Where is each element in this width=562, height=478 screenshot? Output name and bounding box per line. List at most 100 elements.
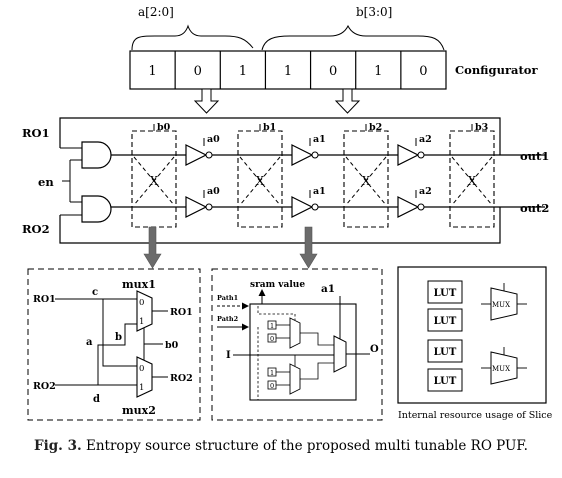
mux2-label: mux2 <box>122 404 156 417</box>
path1-label: Path1 <box>217 294 238 302</box>
config-bit: 1 <box>148 64 156 79</box>
group-a-label: a[2:0] <box>138 5 174 19</box>
inverters: a0 a0 a1 a1 a2 a2 <box>185 134 432 218</box>
lut-box-2: LUT <box>427 339 463 363</box>
slice-caption: Internal resource usage of Slice <box>398 410 553 421</box>
lut-label: LUT <box>434 288 457 299</box>
mux-in-ro1: RO1 <box>33 294 56 305</box>
wire-b-label: b <box>115 332 122 343</box>
configurator: a[2:0] b[3:0] 1 0 1 1 0 1 0 Configurator <box>129 5 538 114</box>
slice-mux-2 <box>490 351 518 385</box>
inverter-top-2: a2 <box>397 134 432 166</box>
mux1-shape <box>136 290 153 332</box>
lut-box-0: LUT <box>427 280 463 304</box>
switch-label: b2 <box>369 122 382 133</box>
lut-mux-top <box>289 317 301 349</box>
and-gate-1 <box>81 141 112 169</box>
lut-output-label: O <box>370 344 379 355</box>
inverter-label: a1 <box>313 186 326 197</box>
out1-label: out1 <box>520 149 549 163</box>
inverter-top-0: a0 <box>185 134 220 166</box>
mux-detail-panel: mux1 mux2 0 1 0 1 RO1 RO2 b0 RO1 RO2 c a… <box>27 268 201 421</box>
enable-label: en <box>38 175 54 189</box>
config-bit: 0 <box>329 64 337 79</box>
sram-label: sram value <box>250 280 305 290</box>
switch-cross-mark: X <box>468 174 477 188</box>
mux-out-ro2: RO2 <box>170 373 193 384</box>
a1-label: a1 <box>321 283 335 295</box>
switch-box-1: Xb1 <box>237 122 283 228</box>
switch-cross-mark: X <box>150 174 159 188</box>
switch-label: b1 <box>263 122 276 133</box>
inverter-top-1: a1 <box>291 134 326 166</box>
mux1-label: mux1 <box>122 278 156 291</box>
configurator-register <box>129 50 447 90</box>
detail-arrow-2 <box>299 226 318 269</box>
lut-label: LUT <box>434 347 457 358</box>
group-b-label: b[3:0] <box>356 5 392 19</box>
detail-arrow-1 <box>143 226 162 269</box>
wire-c-label: c <box>92 287 98 298</box>
config-arrow-a <box>193 88 220 114</box>
lut-mux-bottom <box>289 363 301 395</box>
caption-text: Entropy source structure of the proposed… <box>85 438 528 454</box>
sram-bit-1: 1 <box>270 322 274 330</box>
sram-bit-3: 1 <box>270 369 274 377</box>
switch-cross-mark: X <box>362 174 371 188</box>
lut-detail-panel: sram value a1 Path1 Path2 I 1 0 1 0 <box>211 268 383 421</box>
switch-label: b0 <box>157 122 171 133</box>
config-arrow-b <box>334 88 361 114</box>
path2-label: Path2 <box>217 315 238 323</box>
and-gate-2 <box>81 195 112 223</box>
ro2-feedback <box>59 207 501 244</box>
lut-box-1: LUT <box>427 308 463 332</box>
caption-prefix: Fig. 3. <box>34 438 82 454</box>
lut-label: LUT <box>434 376 457 387</box>
group-a-brace <box>131 24 254 51</box>
sram-bit-4: 0 <box>270 382 274 390</box>
ro1-label: RO1 <box>22 126 50 140</box>
inverter-label: a2 <box>419 134 432 145</box>
inverter-bottom-2: a2 <box>397 186 432 218</box>
inverter-label: a1 <box>313 134 326 145</box>
switch-box-2: Xb2 <box>343 122 389 228</box>
inverter-bottom-0: a0 <box>185 186 220 218</box>
slice-mux-1 <box>490 287 518 321</box>
switch-box-0: Xb0 <box>131 122 177 228</box>
mux-in-ro2: RO2 <box>33 381 56 392</box>
slice-luts: LUT LUT LUT LUT <box>427 280 463 392</box>
lut-label: LUT <box>434 316 457 327</box>
switch-label: b3 <box>475 122 488 133</box>
mux2-pin0: 0 <box>139 364 144 374</box>
mux1-pin1: 1 <box>139 317 144 327</box>
lut-mux-out <box>333 335 347 373</box>
ro1-feedback <box>59 117 501 155</box>
config-bit: 1 <box>284 64 292 79</box>
inverter-label: a0 <box>207 134 220 145</box>
mux-out-ro1: RO1 <box>170 307 193 318</box>
ro2-label: RO2 <box>22 222 50 236</box>
lut-block <box>249 303 357 401</box>
sram-bit-2: 0 <box>270 335 274 343</box>
mux2-shape <box>136 356 153 398</box>
mux1-pin0: 0 <box>139 298 144 308</box>
switch-box-3: Xb3 <box>449 122 495 228</box>
config-bit: 0 <box>419 64 427 79</box>
slice-mux-2-label: MUX <box>492 365 510 373</box>
configurator-label: Configurator <box>455 63 538 77</box>
switch-cross-mark: X <box>256 174 265 188</box>
lut-input-label: I <box>226 350 231 361</box>
group-b-brace <box>261 24 445 51</box>
config-bit: 1 <box>239 64 247 79</box>
wire-d-label: d <box>93 394 100 405</box>
config-bit: 1 <box>374 64 382 79</box>
configurator-cells: 1 0 1 1 0 1 0 <box>148 51 428 89</box>
inverter-label: a0 <box>207 186 220 197</box>
mux2-pin1: 1 <box>139 383 144 393</box>
inverter-label: a2 <box>419 186 432 197</box>
config-bit: 0 <box>194 64 202 79</box>
